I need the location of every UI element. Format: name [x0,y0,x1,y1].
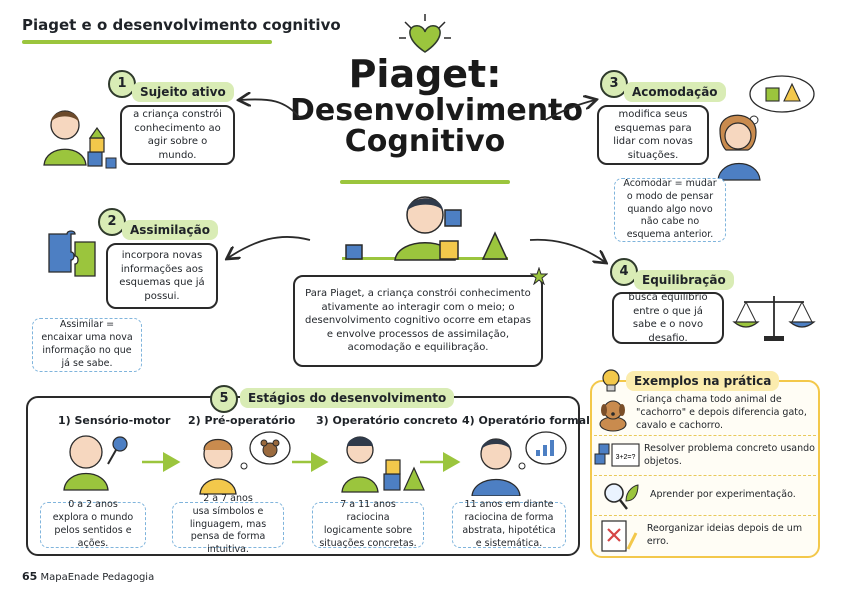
concept-1-box: a criança constrói conhecimento ao agir … [120,105,235,165]
concept-2-note: Assimilar = encaixar uma nova informação… [32,318,142,372]
example-row: Reorganizar ideias depois de um erro. [594,516,816,556]
page-number: 65 [22,570,38,583]
stage-2-desc-box: 2 a 7 anos usa símbolos e linguagem, mas… [172,493,284,555]
stage-4-age: 11 anos em diante [464,499,554,511]
notebook-x-icon [601,520,638,552]
concept-1-text: a criança constrói conhecimento ao agir … [133,109,222,161]
stages-number: 5 [210,385,238,413]
concept-3-label: Acomodação [624,82,726,102]
stage-1-desc-box: 0 a 2 anos explora o mundo pelos sentido… [40,499,146,549]
main-title-line2: Desenvolvimento [290,92,584,128]
stage-1-desc: explora o mundo pelos sentidos e ações. [52,512,134,549]
dog-icon [599,399,627,432]
example-4-text: Reorganizar ideias depois de um erro. [646,523,803,547]
stage-4-desc: raciocina de forma abstrata, hipotética … [462,512,556,549]
title-underline [340,180,510,184]
stage-4-desc-box: 11 anos em diante raciocina de forma abs… [452,499,566,549]
center-text: Para Piaget, a criança constrói conhecim… [304,288,531,354]
lightbulb-icon [602,369,620,392]
concept-4-text: busca equilíbrio entre o que já sabe e o… [628,292,708,344]
stage-2-desc: usa símbolos e linguagem, mas pensa de f… [189,505,267,556]
stage-3-age: 7 a 11 anos [340,499,396,511]
stage-3-desc: raciocina logicamente sobre situações co… [319,512,417,549]
example-3-text: Aprender por experimentação. [650,489,796,501]
example-row: 3+2=? Resolver problema concreto usando … [594,436,816,476]
example-1-text: Criança chama todo animal de "cachorro" … [636,394,807,431]
concept-3-note: Acomodar = mudar o modo de pensar quando… [614,178,726,242]
concept-2-box: incorpora novas informações aos esquemas… [106,243,218,309]
center-text-box: Para Piaget, a criança constrói conhecim… [293,275,543,367]
stage-3-desc-box: 7 a 11 anos raciocina logicamente sobre … [312,499,424,549]
concept-3-box: modifica seus esquemas para lidar com no… [597,105,709,165]
girl-thinking-teddy-illustration [199,431,291,495]
concept-2-number: 2 [98,208,126,236]
concept-4-label: Equilibração [634,270,734,290]
concept-2-text: incorpora novas informações aos esquemas… [119,250,205,302]
examples-list: Criança chama todo animal de "cachorro" … [594,392,816,556]
concept-1-label: Sujeito ativo [132,82,234,102]
header-title: Piaget e o desenvolvimento cognitivo [22,16,341,34]
stage-4-title: 4) Operatório formal [462,414,590,427]
main-title: Piaget: Desenvolvimento Cognitivo [290,52,584,160]
concept-2-note-text: Assimilar = encaixar uma nova informação… [41,319,133,369]
concept-3-text: modifica seus esquemas para lidar com no… [613,109,693,161]
stage-3-title: 3) Operatório concreto [316,414,458,427]
child-with-blocks-illustration [342,196,509,261]
concept-3-note-text: Acomodar = mudar o modo de pensar quando… [623,177,717,241]
magnifier-leaf-icon [604,482,639,510]
concept-4-number: 4 [610,258,638,286]
child-stacking-shapes-illustration [341,436,425,493]
stage-1-title: 1) Sensório-motor [58,414,171,427]
heart-icon [399,14,451,53]
stage-1-age: 0 a 2 anos [68,499,118,511]
teen-thinking-chart-illustration [471,431,567,496]
concept-4-box: busca equilíbrio entre o que já sabe e o… [612,292,724,344]
baby-with-rattle-illustration [63,435,128,491]
stage-2-title: 2) Pré-operatório [188,414,296,427]
example-row: Criança chama todo animal de "cachorro" … [594,392,816,436]
stage-2-age: 2 a 7 anos [203,492,253,504]
main-title-line1: Piaget: [348,52,502,96]
footer-brand: MapaEnade Pedagogia [40,572,155,583]
main-title-line3: Cognitivo [344,124,506,160]
example-row: Aprender por experimentação. [594,476,816,516]
header-underline [22,40,272,44]
examples-title: Exemplos na prática [626,371,780,391]
blocks-math-icon: 3+2=? [594,442,640,467]
stages-label: Estágios do desenvolvimento [240,388,455,408]
thinking-girl-illustration [717,75,815,181]
blocks-math-icon-text: 3+2=? [616,454,636,461]
child-building-blocks-illustration [43,110,117,169]
example-2-text: Resolver problema concreto usando objeto… [644,442,815,467]
footer: 65 MapaEnade Pedagogia [22,570,154,583]
concept-2-label: Assimilação [122,220,218,240]
puzzle-pieces-icon [48,230,96,277]
star-icon [530,267,548,285]
balance-scale-icon [732,296,816,341]
